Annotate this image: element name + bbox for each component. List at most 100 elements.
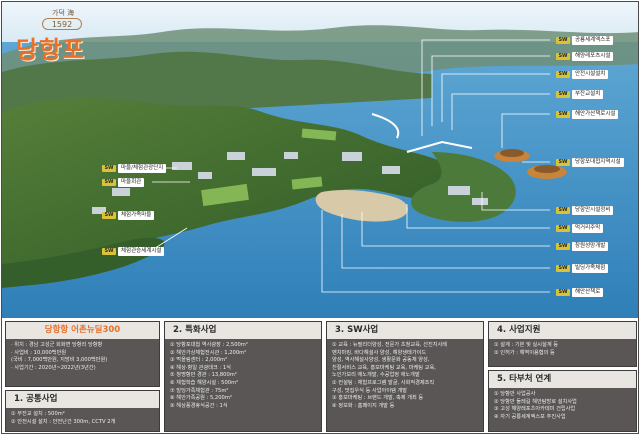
- sw-tag: SW: [556, 52, 570, 60]
- callout-label: 부잔교설치: [572, 89, 604, 99]
- sw-body: ① 교육 : 뉴필리더양성, 전문가 초청교육, 선진지사례 벤치마킹, 바다해…: [327, 339, 483, 413]
- aerial-map: 가덕 海 1592 당항포 SW 공룡세계엑스포 SW 해양레포츠시설 SW 안…: [2, 2, 638, 318]
- callout-village-tour: SW 마을/체험관광단지: [102, 163, 167, 173]
- sw-line: ② 컨설팅 : 체험프로그램 발굴, 사회적경제조직: [332, 379, 435, 386]
- peninsula: [2, 97, 465, 264]
- callout-food-tavern: SW 먹거리주막: [556, 223, 604, 233]
- callout-port-facility: SW 당항만시설정비: [556, 205, 614, 215]
- logo-year: 1592: [42, 18, 82, 30]
- linkage-line: ③ 고성 해양레포츠아카데미 건립사업: [494, 406, 576, 413]
- sw-line: 노인가보리 애노개발, 수공업정 애노개발: [332, 372, 420, 379]
- sw-tag: SW: [556, 90, 570, 98]
- sw-line: ④ 정보화 : 홈페이지 개발 등: [332, 402, 395, 409]
- special-line: ④ 해상·항일 관광데크 : 1식: [170, 364, 231, 371]
- special-body: ① 당항포대첩 역사광장 : 2,500m² ② 해안가상체험전시관 : 1,2…: [165, 339, 321, 413]
- callout-label: 안전시설설치: [572, 69, 609, 79]
- callout-label: 당항포대첩지역시설: [572, 157, 624, 167]
- dangHangpo-logo: 가덕 海 1592 당항포: [14, 6, 114, 64]
- sw-tag: SW: [556, 242, 570, 250]
- sw-line: 친절서비스 교육, 홍보마케팅 교육, 마케팅 교육,: [332, 364, 436, 371]
- public-title: 1. 공통사업: [6, 391, 159, 408]
- buildings: [92, 152, 488, 214]
- callout-label: 공룡세계엑스포: [572, 35, 614, 45]
- overview-line: · 위치 : 경남 고성군 회화면 당항리 당항항: [11, 342, 103, 348]
- sw-tag: SW: [102, 178, 116, 186]
- sw-tag: SW: [556, 206, 570, 214]
- overview-line: · 사업비 : 10,000백만원: [11, 349, 67, 356]
- sw-tag: SW: [556, 70, 570, 78]
- special-line: ① 당항포대첩 역사광장 : 2,500m²: [170, 342, 248, 348]
- turtle-ship-platforms: [494, 149, 567, 179]
- logo-subtitle: 가덕 海: [52, 9, 75, 17]
- overview-line: · 사업기간 : 2020년~2022년(3년간): [11, 364, 96, 371]
- callout-label: 마을회관: [118, 177, 145, 187]
- sw-tag: SW: [556, 264, 570, 272]
- panel-sw-project: 3. SW사업 ① 교육 : 뉴필리더양성, 전문가 초청교육, 선진지사례 벤…: [326, 321, 484, 432]
- callout-label: 먹거리주막: [572, 223, 604, 233]
- public-body: ① 부잔교 설치 : 500m² ② 안전시설 설치 : 안전난간 300m, …: [6, 408, 159, 429]
- special-line: ⑥ 체험학습 해양시설 : 500m²: [170, 379, 239, 386]
- callout-safety: SW 안전시설설치: [556, 69, 609, 79]
- callout-family-experience: SW 빌딩가족체험: [556, 263, 609, 273]
- special-line: ⑤ 청명항만 경관 : 13,800m²: [170, 372, 237, 379]
- sw-tag: SW: [556, 224, 570, 232]
- callout-coastal-walk: SW 해안가산책로시설: [556, 109, 619, 119]
- linkage-line: ② 당항만 둘레길 해안탐방로 설치사업: [494, 398, 577, 405]
- sw-tag: SW: [556, 288, 570, 296]
- panel-public-project: 1. 공통사업 ① 부잔교 설치 : 500m² ② 안전시설 설치 : 안전난…: [5, 390, 160, 432]
- linkage-body: ① 당항만 사업공사 ② 당항만 둘레길 해안탐방로 설치사업 ③ 고성 해양레…: [489, 388, 636, 424]
- callout-label: 체험가족마을: [118, 210, 155, 220]
- support-line: ① 설계 : 기본 및 실시설계 등: [494, 342, 559, 348]
- callout-marine-leisure: SW 해양레포츠시설: [556, 51, 614, 61]
- special-line: ② 해안가상체험전시관 : 1,200m²: [170, 349, 247, 356]
- linkage-line: ① 당항만 사업공사: [494, 391, 536, 397]
- callout-battle-site: SW 당항포대첩지역시설: [556, 157, 624, 167]
- callout-dinosaur-expo: SW 공룡세계엑스포: [556, 35, 614, 45]
- logo-name: 당항포: [16, 36, 86, 64]
- panel-overview: 당항항 어촌뉴딜300 · 위치 : 경남 고성군 회화면 당항리 당항항 · …: [5, 321, 160, 387]
- support-title: 4. 사업지원: [489, 322, 636, 339]
- sw-tag: SW: [102, 164, 116, 172]
- callout-label: 해양레포츠시설: [572, 51, 614, 61]
- callout-coastal-trail: SW 해안산책로: [556, 287, 604, 297]
- sw-title: 3. SW사업: [327, 322, 483, 339]
- special-title: 2. 특화사업: [165, 322, 321, 339]
- callout-label: 해안산책로: [572, 287, 604, 297]
- fields: [201, 128, 337, 207]
- beach: [315, 190, 408, 222]
- callout-label: 마을/체험관광단지: [118, 163, 167, 173]
- special-line: ⑦ 빌딩가족체험관 : 75m²: [170, 387, 229, 394]
- sw-line: ① 교육 : 뉴필리더양성, 전문가 초청교육, 선진지사례: [332, 342, 448, 348]
- callout-label: 창원성망개발: [572, 241, 609, 251]
- sw-tag: SW: [102, 211, 116, 219]
- panel-special-project: 2. 특화사업 ① 당항포대첩 역사광장 : 2,500m² ② 해안가상체험전…: [164, 321, 322, 432]
- sw-tag: SW: [556, 158, 570, 166]
- callout-experience-facility: SW 체험관승세계시설: [102, 246, 165, 256]
- overview-title: 당항항 어촌뉴딜300: [6, 322, 159, 339]
- callout-label: 당항만시설정비: [572, 205, 614, 215]
- support-line: ② 인허가 : 해역이용협의 등: [494, 349, 555, 356]
- callout-label: 해안가산책로시설: [572, 109, 619, 119]
- special-line: ⑧ 해안가족공원 : 5,200m²: [170, 395, 232, 402]
- linkage-title: 5. 타부처 연계: [489, 371, 636, 388]
- sw-tag: SW: [102, 247, 116, 255]
- info-panels: 당항항 어촌뉴딜300 · 위치 : 경남 고성군 회화면 당항리 당항항 · …: [2, 318, 638, 433]
- support-body: ① 설계 : 기본 및 실시설계 등 ② 인허가 : 해역이용협의 등: [489, 339, 636, 360]
- sw-line: 양성, 역사해설사양성, 생활문화 공동체 양성,: [332, 357, 430, 364]
- panel-linkage: 5. 타부처 연계 ① 당항만 사업공사 ② 당항만 둘레길 해안탐방로 설치사…: [488, 370, 637, 432]
- callout-label: 체험관승세계시설: [118, 246, 165, 256]
- sw-line: ③ 홍보마케팅 : 브랜드 개발, 축제 개최 등: [332, 395, 424, 402]
- callout-label: 빌딩가족체험: [572, 263, 609, 273]
- special-line: ⑨ 해상풍경휴식공간 : 1식: [170, 402, 228, 409]
- public-line: ① 부잔교 설치 : 500m²: [11, 411, 65, 417]
- callout-development: SW 창원성망개발: [556, 241, 609, 251]
- overview-line: (국비 : 7,000백만원, 지방비 3,000백만원): [11, 357, 108, 364]
- overview-body: · 위치 : 경남 고성군 회화면 당항리 당항항 · 사업비 : 10,000…: [6, 339, 159, 375]
- linkage-line: ④ 자기 공룡세계엑스포 추진사업: [494, 413, 566, 420]
- jetties: [371, 113, 473, 153]
- special-line: ③ 먹을림센터 : 2,000m²: [170, 357, 228, 364]
- sw-line: 구성, 맛집우식 등 사업아이템 개발: [332, 387, 408, 394]
- callout-village-hall: SW 마을회관: [102, 177, 145, 187]
- public-line: ② 안전시설 설치 : 안전난간 300m, CCTV 2개: [11, 418, 116, 425]
